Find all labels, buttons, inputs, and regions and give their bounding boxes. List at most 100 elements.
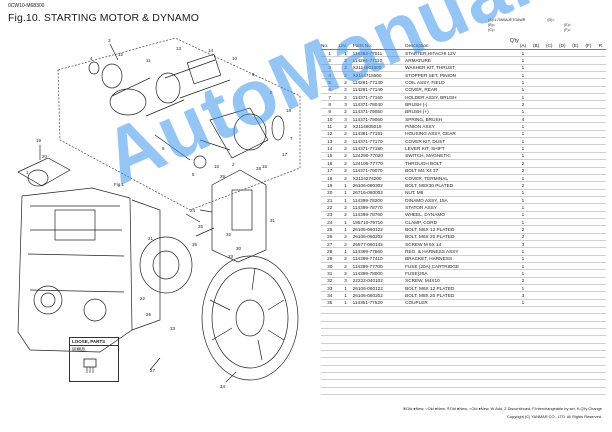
empty-cell bbox=[581, 86, 595, 95]
empty-cell bbox=[581, 328, 595, 337]
empty-cell bbox=[581, 299, 595, 308]
cell-desc: LEVER KIT, SHIFT bbox=[405, 144, 517, 153]
cell-part: X2114274200 bbox=[352, 174, 406, 183]
empty-cell bbox=[568, 152, 582, 161]
empty-cell bbox=[338, 328, 353, 337]
empty-cell bbox=[405, 365, 517, 374]
cell-no: 5 bbox=[321, 78, 339, 87]
empty-cell bbox=[581, 203, 595, 212]
empty-cell bbox=[405, 387, 517, 396]
empty-cell bbox=[595, 277, 606, 286]
parts-table: No.Lev.Parts No.Description(A)(B)(C)(D)(… bbox=[321, 41, 606, 396]
cell-part: 114399-78760 bbox=[352, 211, 406, 219]
empty-cell bbox=[555, 64, 569, 73]
empty-cell bbox=[555, 247, 569, 256]
empty-cell bbox=[338, 335, 353, 344]
doc-code: 0CW10-M68300 bbox=[8, 3, 45, 9]
empty-cell bbox=[581, 211, 595, 219]
cell-desc: SPRING, BRUSH bbox=[405, 115, 517, 124]
empty-cell bbox=[595, 152, 606, 161]
cell-part: 26106-080202 bbox=[352, 291, 406, 300]
empty-cell bbox=[529, 167, 543, 175]
cell-a: 4 bbox=[516, 115, 530, 124]
cell-a: 1 bbox=[516, 262, 530, 271]
empty-cell bbox=[595, 174, 606, 183]
empty-cell bbox=[595, 189, 606, 197]
svg-text:31: 31 bbox=[270, 218, 276, 223]
empty-cell bbox=[581, 108, 595, 117]
cell-part: 26716-080002 bbox=[352, 189, 406, 197]
empty-cell bbox=[595, 56, 606, 65]
empty-cell bbox=[321, 379, 339, 388]
empty-cell bbox=[581, 167, 595, 175]
empty-cell bbox=[529, 233, 543, 241]
empty-cell bbox=[595, 211, 606, 219]
cell-no: 17 bbox=[321, 167, 339, 175]
empty-cell bbox=[581, 343, 595, 352]
svg-text:30: 30 bbox=[236, 246, 242, 251]
cell-desc: BRACKET, HARNESS bbox=[405, 255, 517, 263]
svg-text:13: 13 bbox=[176, 46, 182, 51]
column-header: (E) bbox=[568, 41, 582, 50]
svg-text:22: 22 bbox=[140, 296, 146, 301]
empty-cell bbox=[516, 350, 530, 359]
empty-cell bbox=[529, 108, 543, 117]
cell-part: 26106-060122 bbox=[352, 225, 406, 234]
svg-text:Fig.1: Fig.1 bbox=[114, 182, 125, 187]
empty-table-row bbox=[321, 372, 606, 381]
cell-desc: STATOR ASSY bbox=[405, 203, 517, 212]
empty-cell bbox=[542, 108, 556, 117]
empty-cell bbox=[581, 233, 595, 241]
empty-cell bbox=[529, 372, 543, 381]
cell-desc: BOLT, M8X30 PLATED bbox=[405, 181, 517, 190]
empty-cell bbox=[555, 269, 569, 278]
empty-cell bbox=[529, 269, 543, 278]
empty-cell bbox=[595, 247, 606, 256]
column-header: R bbox=[595, 41, 606, 50]
empty-cell bbox=[581, 115, 595, 124]
cell-lev: 1 bbox=[338, 196, 353, 205]
cell-no: 27 bbox=[321, 240, 339, 249]
cell-desc: BOLT M4 X4 37 bbox=[405, 167, 517, 175]
empty-cell bbox=[555, 218, 569, 227]
cell-no: 26 bbox=[321, 233, 339, 241]
empty-cell bbox=[581, 365, 595, 374]
empty-cell bbox=[568, 262, 582, 271]
svg-text:8: 8 bbox=[270, 90, 273, 95]
empty-cell bbox=[542, 387, 556, 396]
empty-cell bbox=[352, 313, 406, 322]
svg-text:26: 26 bbox=[146, 312, 152, 317]
cell-a: 1 bbox=[516, 299, 530, 308]
empty-cell bbox=[568, 269, 582, 278]
empty-cell bbox=[595, 350, 606, 359]
empty-cell bbox=[555, 56, 569, 65]
empty-cell bbox=[555, 122, 569, 131]
empty-cell bbox=[568, 343, 582, 352]
cell-lev: 2 bbox=[338, 108, 353, 117]
cell-lev: 1 bbox=[338, 189, 353, 197]
empty-cell bbox=[581, 284, 595, 293]
empty-cell bbox=[595, 159, 606, 168]
column-header: (A) bbox=[516, 41, 530, 50]
cell-desc: STOPPER SET, PINION bbox=[405, 71, 517, 80]
empty-cell bbox=[405, 306, 517, 315]
cell-a: 1 bbox=[516, 86, 530, 95]
empty-cell bbox=[555, 255, 569, 263]
empty-cell bbox=[581, 181, 595, 190]
empty-cell bbox=[555, 365, 569, 374]
cell-lev: 1 bbox=[338, 181, 353, 190]
empty-cell bbox=[568, 328, 582, 337]
empty-cell bbox=[542, 49, 556, 58]
cell-no: 2 bbox=[321, 56, 339, 65]
empty-cell bbox=[568, 108, 582, 117]
cell-no: 20 bbox=[321, 189, 339, 197]
empty-cell bbox=[352, 350, 406, 359]
empty-cell bbox=[516, 335, 530, 344]
empty-cell bbox=[568, 181, 582, 190]
empty-cell bbox=[581, 100, 595, 109]
cell-lev: 2 bbox=[338, 71, 353, 80]
